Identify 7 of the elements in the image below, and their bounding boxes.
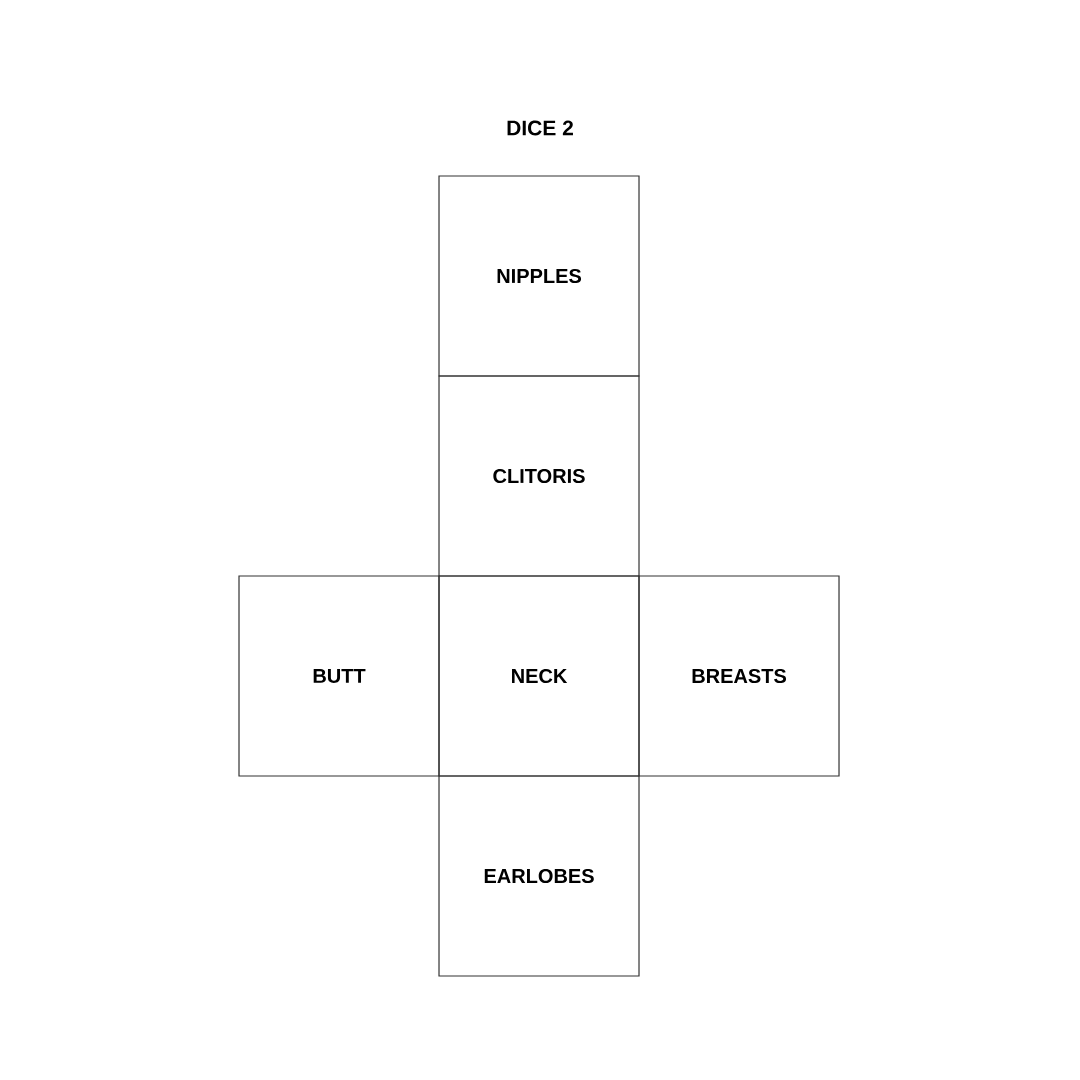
title: DICE 2	[507, 120, 573, 136]
face-box: EARLOBES	[438, 775, 640, 977]
face-box: NECK	[438, 575, 640, 777]
face-box: NIPPLES	[438, 175, 640, 377]
face-box: BREASTS	[638, 575, 840, 777]
face-box: CLITORIS	[438, 375, 640, 577]
face-box: BUTT	[238, 575, 440, 777]
